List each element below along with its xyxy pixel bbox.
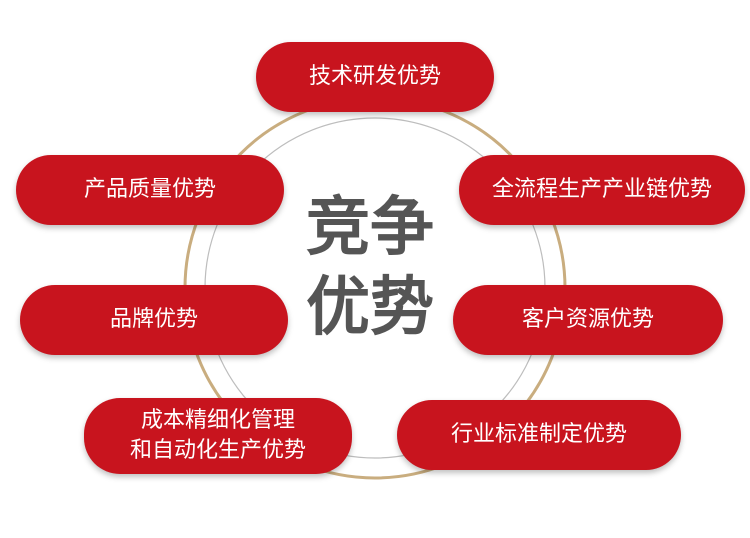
pill-label: 行业标准制定优势 — [450, 422, 627, 447]
advantage-pill-tech-rd: 技术研发优势 — [256, 42, 494, 112]
center-title-line2: 优势 — [306, 271, 434, 345]
pill-label: 全流程生产产业链优势 — [491, 177, 712, 202]
advantage-pill-cost-automation: 成本精细化管理 和自动化生产优势 — [84, 398, 352, 474]
pill-label: 品牌优势 — [109, 307, 198, 332]
center-title-line1: 竞争 — [306, 191, 434, 265]
center-title: 竞争 优势 — [280, 188, 460, 348]
pill-label-line2: 和自动化生产优势 — [129, 438, 306, 463]
pill-label: 技术研发优势 — [308, 64, 441, 89]
advantage-pill-product-quality: 产品质量优势 — [16, 155, 284, 225]
pill-label: 产品质量优势 — [83, 177, 216, 202]
pill-label-line1: 成本精细化管理 — [140, 408, 295, 433]
advantage-pill-brand: 品牌优势 — [20, 285, 288, 355]
advantage-pill-customer-resources: 客户资源优势 — [453, 285, 723, 355]
advantage-pill-full-chain: 全流程生产产业链优势 — [459, 155, 745, 225]
pill-label: 客户资源优势 — [521, 307, 654, 332]
advantage-pill-industry-standards: 行业标准制定优势 — [397, 400, 681, 470]
